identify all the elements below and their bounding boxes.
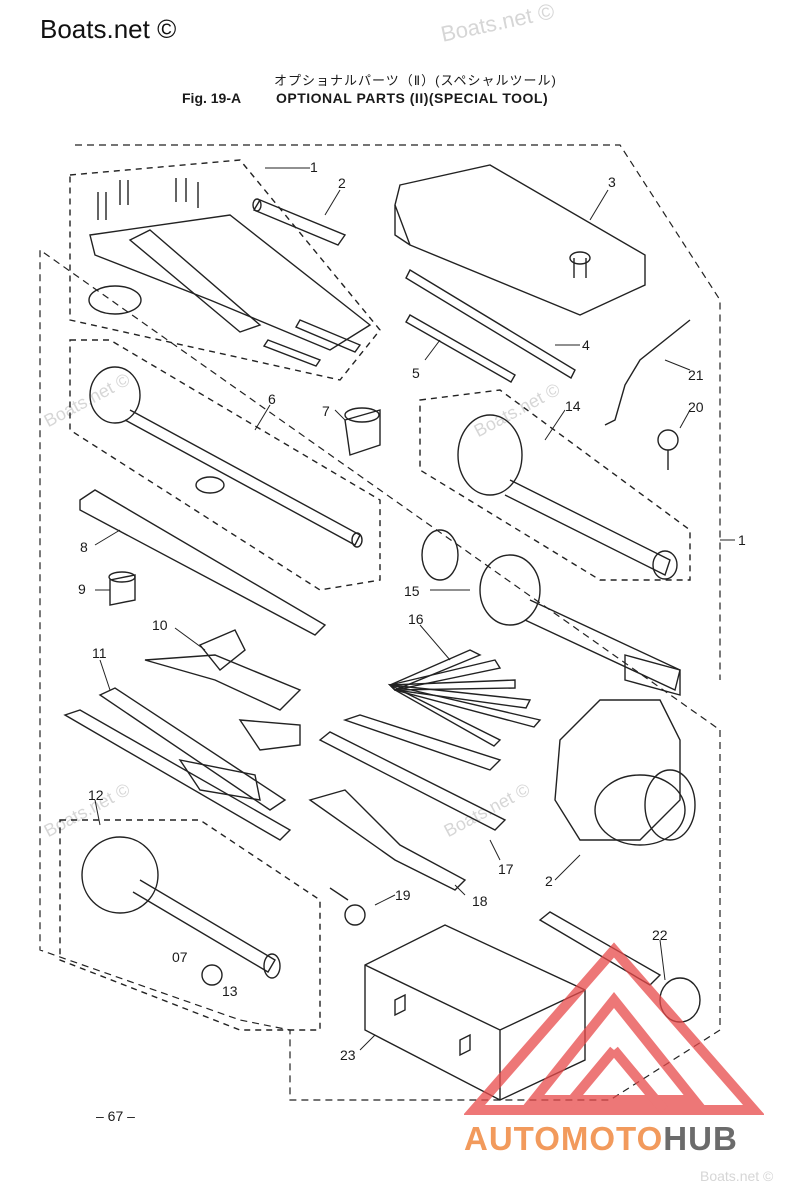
callout: 7 xyxy=(322,403,330,419)
group-box-14 xyxy=(419,389,691,581)
part-10-pliers xyxy=(144,654,302,711)
part-5-rod xyxy=(405,314,516,383)
logo-text-part1: AUTOMOTO xyxy=(464,1120,664,1157)
callout: 4 xyxy=(582,337,590,353)
callout: 07 xyxy=(172,949,188,965)
callout: 23 xyxy=(340,1047,356,1063)
part-9-nut xyxy=(109,574,136,606)
japanese-title: オプショナルパーツ（Ⅱ）(スペシャルツール) xyxy=(274,73,557,88)
part-2-rod xyxy=(252,199,347,246)
part-18-pliers xyxy=(308,789,467,891)
part-13-nut xyxy=(201,964,223,986)
callout: 22 xyxy=(652,927,668,943)
part-16-feeler-gauge xyxy=(387,649,542,747)
part-19-eyebolt xyxy=(344,904,366,926)
callout: 10 xyxy=(152,617,168,633)
part-22-pin xyxy=(538,911,662,986)
callout: 19 xyxy=(395,887,411,903)
figure-label: Fig. 19-A xyxy=(182,90,242,106)
callout: 12 xyxy=(88,787,104,803)
group-box-6 xyxy=(69,339,381,591)
group-box-12 xyxy=(59,819,321,1031)
part-11-bar xyxy=(98,687,287,811)
callout: 13 xyxy=(222,983,238,999)
part-21-wire xyxy=(604,319,691,426)
callout: 17 xyxy=(498,861,514,877)
part-6-puller xyxy=(89,366,141,424)
callout: 15 xyxy=(404,583,420,599)
callout: 20 xyxy=(688,399,704,415)
part-7-cup xyxy=(344,409,381,456)
watermark-faint: Boats.net © xyxy=(700,1168,774,1184)
part-12-puller xyxy=(81,836,159,914)
part-17-bar xyxy=(318,731,507,831)
watermark-boats-net: Boats.net © xyxy=(40,14,177,44)
callout: 21 xyxy=(688,367,704,383)
group-box-1 xyxy=(69,159,381,381)
callout: 6 xyxy=(268,391,276,407)
figure-title: OPTIONAL PARTS (II)(SPECIAL TOOL) xyxy=(276,90,549,106)
part-4-rod xyxy=(405,269,576,379)
part-3-plate xyxy=(394,164,646,316)
part-2-ring xyxy=(554,699,681,841)
callout: 3 xyxy=(608,174,616,190)
callout-numbers: 1 2 3 4 5 6 7 8 9 10 11 12 13 14 15 16 1… xyxy=(78,159,746,1063)
callout: 1 xyxy=(310,159,318,175)
callout: 2 xyxy=(545,873,553,889)
callout: 18 xyxy=(472,893,488,909)
part-1-hub xyxy=(88,285,142,315)
logo-text-part2: HUB xyxy=(663,1120,738,1157)
automotohub-logo-icon xyxy=(464,942,764,1115)
leader-lines xyxy=(94,167,735,1051)
part-15-installer xyxy=(421,529,459,581)
page-number: – 67 – xyxy=(96,1108,135,1124)
callout: 14 xyxy=(565,398,581,414)
part-20-eyebolt xyxy=(657,429,679,451)
part-14-puller xyxy=(457,414,523,496)
callout: 16 xyxy=(408,611,424,627)
part-1-bolts xyxy=(97,178,199,220)
part-8-bar xyxy=(79,489,327,636)
callout: 1 xyxy=(738,532,746,548)
callout: 11 xyxy=(92,645,107,661)
part-1-plate xyxy=(89,214,372,351)
callout: 8 xyxy=(80,539,88,555)
callout: 5 xyxy=(412,365,420,381)
part-23-case xyxy=(364,924,586,1101)
automotohub-logo-text: AUTOMOTOHUB xyxy=(464,1120,738,1158)
callout: 9 xyxy=(78,581,86,597)
callout: 2 xyxy=(338,175,346,191)
